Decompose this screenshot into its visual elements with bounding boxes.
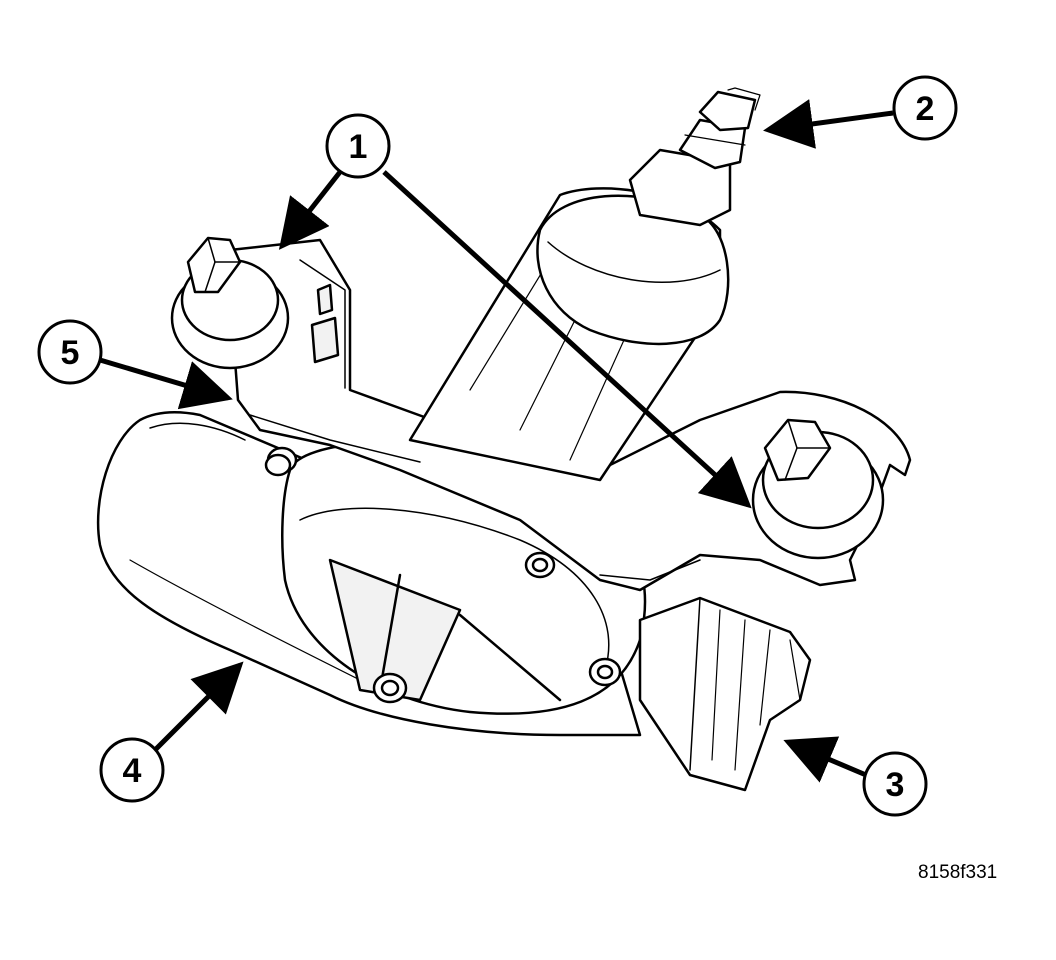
leader-arrow-1a	[278, 170, 342, 250]
callout-4-label: 4	[123, 752, 142, 790]
callout-3-label: 3	[886, 766, 905, 804]
leader-arrow-2	[763, 99, 894, 149]
electrical-connector	[638, 596, 812, 792]
leader-arrow-4	[153, 661, 244, 752]
callout-4: 4	[99, 737, 165, 803]
mounting-bolt-right	[751, 418, 885, 560]
callout-5-label: 5	[61, 334, 80, 372]
leader-lines	[99, 99, 894, 783]
callout-3: 3	[862, 751, 928, 817]
mounting-bolt-left	[170, 236, 290, 370]
leader-arrow-3	[783, 736, 867, 783]
callout-2: 2	[892, 75, 958, 141]
callout-1: 1	[325, 113, 391, 179]
leader-arrow-1b	[382, 170, 752, 509]
figure-id-label: 8158f331	[918, 862, 998, 883]
leader-arrow-5	[99, 357, 233, 410]
callout-2-label: 2	[916, 90, 935, 128]
callout-1-label: 1	[349, 128, 368, 166]
callout-5: 5	[37, 319, 103, 385]
